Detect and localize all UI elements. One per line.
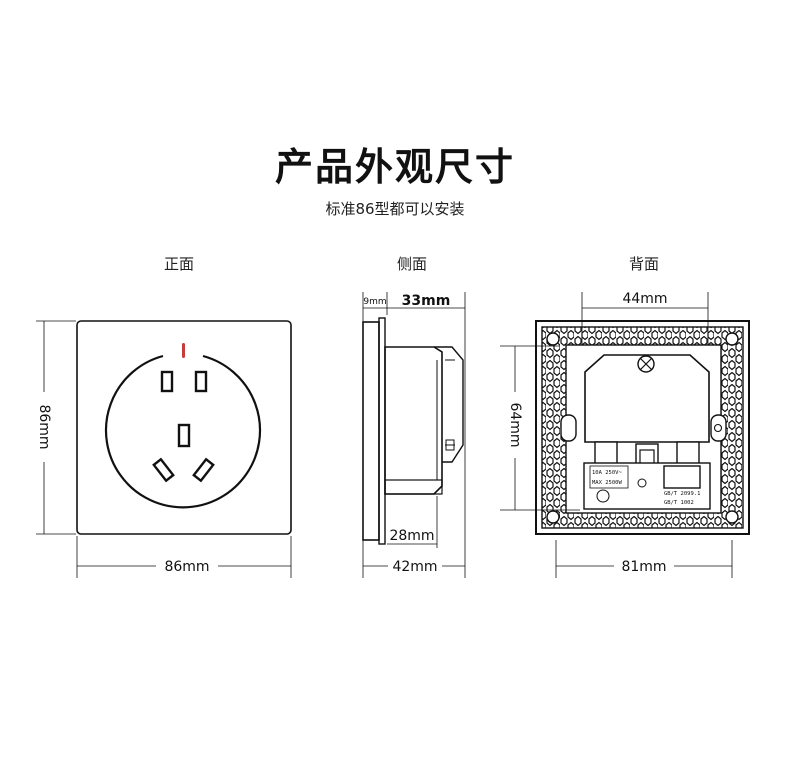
front-panel <box>76 320 292 535</box>
side-body <box>384 346 443 495</box>
front-view <box>36 320 292 578</box>
indicator-slot <box>182 343 185 358</box>
back-hole-tr <box>725 332 739 346</box>
earth-pin-slot <box>177 423 191 448</box>
two-pin-right-slot <box>194 370 208 393</box>
back-view <box>500 292 750 578</box>
side-total-dimension: 42mm <box>392 559 437 575</box>
ccc-mark <box>596 489 610 503</box>
back-view-label: 背面 <box>628 255 660 273</box>
three-pin-right-slot <box>192 457 215 483</box>
side-terminal <box>445 439 455 451</box>
side-base-block <box>384 479 443 495</box>
side-base-dimension: 28mm <box>389 528 434 544</box>
outlet-recess <box>104 354 262 509</box>
back-reset-switch <box>663 465 701 489</box>
back-std-line1: GB/T 2099.1 <box>664 491 700 497</box>
side-panel-dimension: 9mm <box>363 297 386 307</box>
side-frame-plate <box>378 317 386 545</box>
back-std-line2: GB/T 1002 <box>664 500 694 506</box>
two-pin-left-slot <box>160 370 174 393</box>
front-view-label: 正面 <box>163 255 195 273</box>
three-pin-left-slot <box>152 457 175 483</box>
back-hole-spacing-v: 64mm <box>507 402 523 447</box>
back-width-dimension: 81mm <box>621 559 666 575</box>
side-body-dimension: 33mm <box>402 293 451 309</box>
side-face-panel <box>362 321 380 541</box>
earth-symbol <box>637 478 647 488</box>
back-hole-bl <box>546 510 560 524</box>
back-rating-line1: 10A 250V~ <box>592 470 622 476</box>
back-left-mount-slot <box>560 414 577 442</box>
side-view-label: 侧面 <box>396 255 428 273</box>
front-width-dimension: 86mm <box>164 559 209 575</box>
side-view <box>362 292 466 578</box>
front-height-dimension: 86mm <box>36 404 52 449</box>
side-body-step <box>434 346 464 463</box>
back-hole-spacing-h: 44mm <box>622 291 667 307</box>
back-rating-line2: MAX 2500W <box>592 480 622 486</box>
page-title: 产品外观尺寸 <box>274 145 515 189</box>
page-subtitle: 标准86型都可以安装 <box>325 200 465 218</box>
back-hole-br <box>725 510 739 524</box>
back-module-top <box>584 354 710 443</box>
back-hole-tl <box>546 332 560 346</box>
